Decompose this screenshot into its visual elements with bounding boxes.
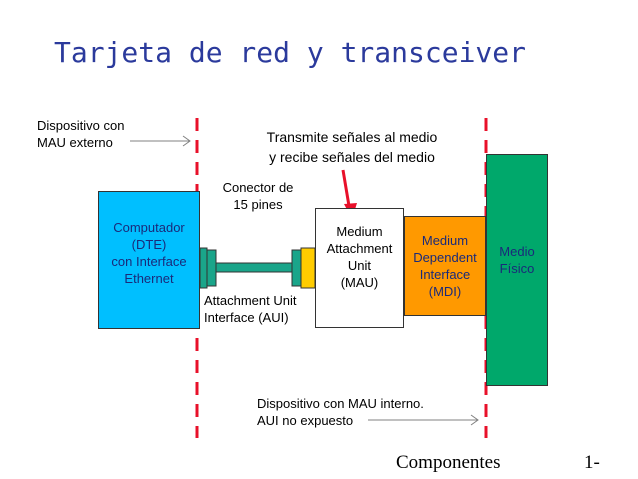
aui-cable [215,262,293,273]
dte-line2: (DTE) [131,237,167,252]
transmit-label: Transmite señales al medio y recibe seña… [232,127,472,167]
mau-line2: Attachment [326,241,393,256]
mdi-line4: (MDI) [428,284,462,299]
dte-line4: Ethernet [124,271,174,286]
dte-line1: Computador [113,220,185,235]
external-mau-line2: MAU externo [37,135,113,150]
transmit-line2: y recibe señales del medio [269,149,435,165]
medio-line2: Físico [499,261,535,276]
internal-mau-line2: AUI no expuesto [257,413,354,428]
mdi-line2: Dependent [413,250,477,265]
mau-line3: Unit [347,258,372,273]
external-mau-label: Dispositivo con MAU externo [37,117,124,151]
aui-plug-left [199,247,208,289]
page-number: 1- [584,452,600,473]
physical-medium-box: Medio Físico [486,154,548,386]
mau-box: Medium Attachment Unit (MAU) [315,208,404,328]
connector-label: Conector de 15 pines [210,179,306,213]
internal-mau-label: Dispositivo con MAU interno. AUI no expu… [257,395,424,429]
mau-line1: Medium [336,224,383,239]
transmit-line1: Transmite señales al medio [266,129,438,145]
medio-line1: Medio [499,244,535,259]
page-title: Tarjeta de red y transceiver [54,36,527,69]
mau-line4: (MAU) [340,275,379,290]
dte-line3: con Interface [111,254,187,269]
aui-label: Attachment Unit Interface (AUI) [204,292,297,326]
internal-mau-arrow [368,414,479,426]
connector-line1: Conector de [222,180,294,195]
aui-plug-right-inner [291,249,302,287]
mdi-line3: Interface [419,267,471,282]
external-mau-line1: Dispositivo con [37,118,125,133]
external-mau-arrow [130,135,191,147]
footer-section: Componentes [396,452,501,473]
dte-computer-box: Computador (DTE) con Interface Ethernet [98,191,200,329]
aui-plug-right [300,247,316,289]
connector-line2: 15 pines [233,197,283,212]
aui-line1: Attachment Unit [204,293,297,308]
aui-plug-left-inner [206,249,217,287]
mdi-box: Medium Dependent Interface (MDI) [404,216,486,316]
mdi-line1: Medium [421,233,469,248]
aui-line2: Interface (AUI) [204,310,289,325]
internal-mau-line1: Dispositivo con MAU interno. [257,396,424,411]
